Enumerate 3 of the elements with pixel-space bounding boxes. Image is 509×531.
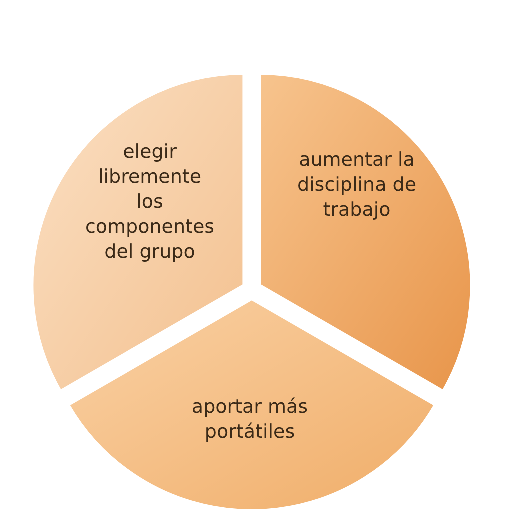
segment-text: elegir libremente los componentes del grupo xyxy=(85,140,215,265)
segment-text: aportar más portátiles xyxy=(190,395,310,445)
segment-text: aumentar la disciplina de trabajo xyxy=(296,148,418,223)
